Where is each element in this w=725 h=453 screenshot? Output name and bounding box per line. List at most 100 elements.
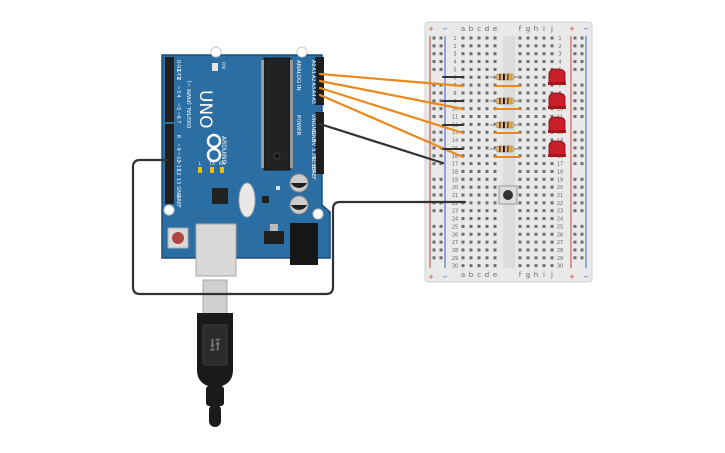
breadboard-hole[interactable] (542, 193, 546, 197)
breadboard-hole[interactable] (542, 36, 546, 40)
resistor[interactable] (495, 73, 515, 81)
breadboard-hole[interactable] (477, 146, 481, 150)
breadboard-hole[interactable] (550, 264, 554, 268)
breadboard-hole[interactable] (542, 264, 546, 268)
breadboard-hole[interactable] (461, 115, 465, 118)
breadboard-hole[interactable] (534, 217, 538, 221)
rail-hole[interactable] (573, 185, 577, 189)
rail-hole[interactable] (432, 240, 436, 244)
wire-a2-to-breadboard[interactable] (318, 86, 465, 135)
breadboard-hole[interactable] (461, 209, 465, 213)
breadboard-hole[interactable] (542, 256, 546, 260)
breadboard-hole[interactable] (542, 217, 546, 221)
breadboard-hole[interactable] (518, 264, 522, 268)
breadboard-hole[interactable] (526, 240, 530, 244)
breadboard-hole[interactable] (550, 83, 554, 87)
rail-hole[interactable] (573, 44, 577, 48)
breadboard-hole[interactable] (477, 75, 481, 79)
breadboard-hole[interactable] (542, 83, 546, 87)
breadboard-hole[interactable] (469, 201, 473, 205)
rail-hole[interactable] (439, 115, 443, 118)
breadboard-hole[interactable] (534, 248, 538, 252)
breadboard-hole[interactable] (518, 115, 522, 118)
breadboard-hole[interactable] (493, 115, 497, 118)
breadboard-hole[interactable] (477, 138, 481, 142)
rail-hole[interactable] (580, 201, 584, 205)
breadboard-hole[interactable] (469, 224, 473, 228)
rail-hole[interactable] (580, 224, 584, 228)
breadboard-hole[interactable] (534, 154, 538, 158)
rail-hole[interactable] (439, 107, 443, 111)
push-button[interactable] (498, 185, 518, 205)
rail-hole[interactable] (580, 193, 584, 197)
breadboard-hole[interactable] (526, 60, 530, 64)
breadboard-hole[interactable] (477, 67, 481, 71)
breadboard-hole[interactable] (493, 146, 497, 150)
breadboard-hole[interactable] (542, 185, 546, 189)
breadboard-hole[interactable] (461, 138, 465, 142)
rail-hole[interactable] (573, 138, 577, 142)
rail-hole[interactable] (573, 209, 577, 213)
breadboard-hole[interactable] (469, 162, 473, 166)
rail-hole[interactable] (580, 240, 584, 244)
breadboard-hole[interactable] (485, 232, 489, 236)
breadboard-hole[interactable] (550, 44, 554, 48)
breadboard-hole[interactable] (477, 217, 481, 221)
rail-hole[interactable] (439, 130, 443, 134)
rail-hole[interactable] (573, 154, 577, 158)
rail-hole[interactable] (432, 177, 436, 181)
rail-hole[interactable] (432, 146, 436, 150)
rail-hole[interactable] (439, 224, 443, 228)
breadboard-hole[interactable] (534, 264, 538, 268)
breadboard-hole[interactable] (526, 201, 530, 205)
rail-hole[interactable] (432, 44, 436, 48)
breadboard-hole[interactable] (526, 138, 530, 142)
resistor[interactable] (495, 145, 515, 153)
breadboard-hole[interactable] (542, 67, 546, 71)
breadboard-hole[interactable] (550, 240, 554, 244)
breadboard-hole[interactable] (534, 193, 538, 197)
rail-hole[interactable] (573, 232, 577, 236)
rail-hole[interactable] (439, 240, 443, 244)
breadboard-hole[interactable] (518, 91, 522, 95)
rail-hole[interactable] (432, 185, 436, 189)
breadboard-hole[interactable] (485, 162, 489, 166)
resistor[interactable] (495, 121, 515, 129)
breadboard-hole[interactable] (477, 52, 481, 56)
breadboard-hole[interactable] (469, 138, 473, 142)
breadboard-hole[interactable] (542, 60, 546, 64)
breadboard-hole[interactable] (477, 60, 481, 64)
breadboard-hole[interactable] (485, 91, 489, 95)
rail-hole[interactable] (580, 36, 584, 40)
breadboard-hole[interactable] (550, 224, 554, 228)
breadboard-hole[interactable] (469, 185, 473, 189)
breadboard-hole[interactable] (542, 146, 546, 150)
rail-hole[interactable] (573, 224, 577, 228)
breadboard-hole[interactable] (534, 240, 538, 244)
breadboard-hole[interactable] (534, 60, 538, 64)
red-led[interactable] (548, 140, 566, 157)
breadboard-hole[interactable] (526, 193, 530, 197)
breadboard-hole[interactable] (461, 232, 465, 236)
breadboard-hole[interactable] (534, 115, 538, 118)
rail-hole[interactable] (580, 248, 584, 252)
breadboard-hole[interactable] (526, 154, 530, 158)
rail-hole[interactable] (573, 67, 577, 71)
rail-hole[interactable] (439, 91, 443, 95)
rail-hole[interactable] (573, 83, 577, 87)
breadboard-hole[interactable] (550, 193, 554, 197)
red-led[interactable] (548, 116, 566, 133)
breadboard-hole[interactable] (461, 193, 465, 197)
rail-hole[interactable] (573, 146, 577, 150)
breadboard-hole[interactable] (493, 177, 497, 181)
rail-hole[interactable] (439, 193, 443, 197)
breadboard-hole[interactable] (485, 154, 489, 158)
breadboard-hole[interactable] (469, 154, 473, 158)
rail-hole[interactable] (432, 91, 436, 95)
rail-hole[interactable] (573, 36, 577, 40)
breadboard-hole[interactable] (534, 162, 538, 166)
breadboard-hole[interactable] (493, 154, 497, 158)
breadboard-hole[interactable] (534, 44, 538, 48)
breadboard-hole[interactable] (550, 36, 554, 40)
wire-a0-to-breadboard[interactable] (318, 72, 465, 88)
